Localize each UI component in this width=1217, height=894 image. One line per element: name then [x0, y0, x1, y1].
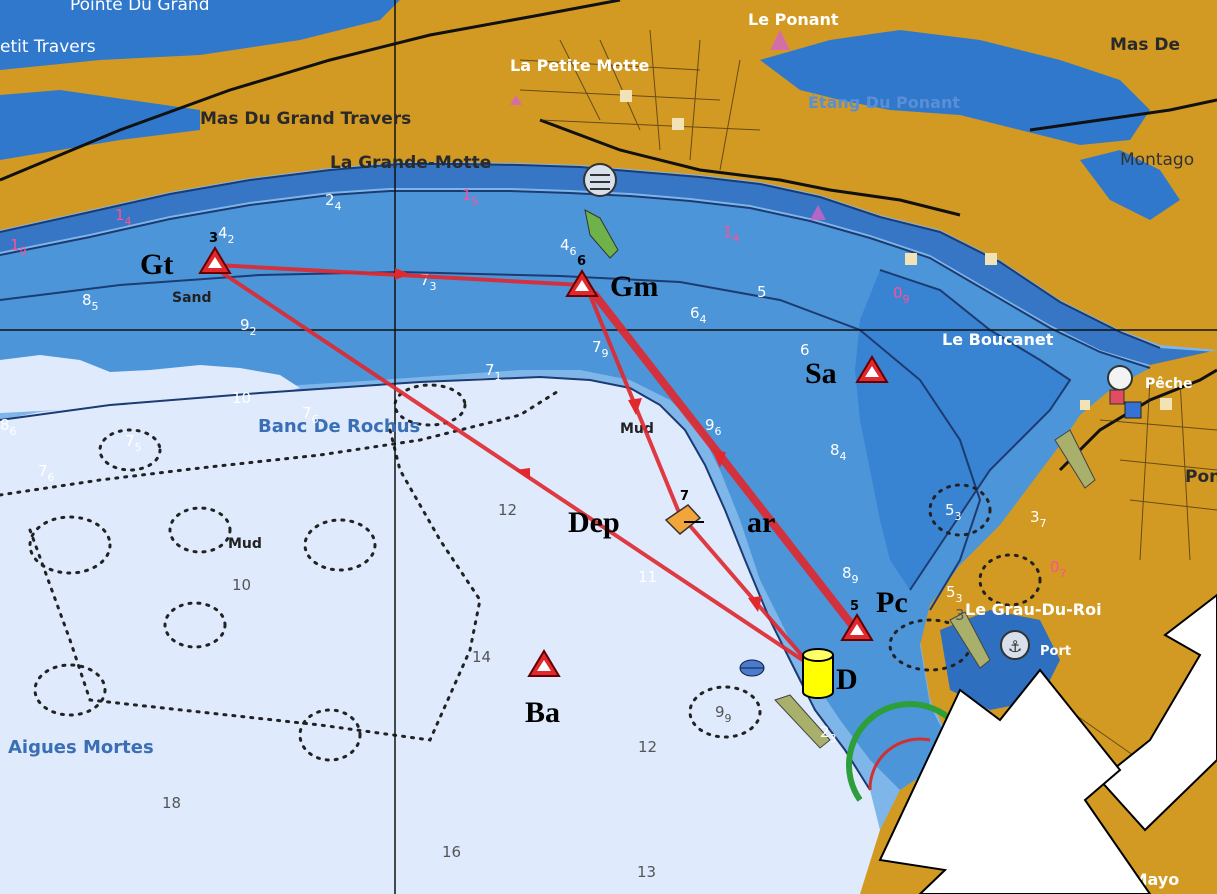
- place-le-grau-du-roi: Le Grau-Du-Roi: [965, 600, 1102, 619]
- route-leg-dep-d: [683, 518, 812, 667]
- place-petit-travers: etit Travers: [0, 37, 96, 57]
- waypoint-number: 6: [577, 254, 586, 269]
- waypoint-dep[interactable]: 7 Dep ar: [568, 489, 775, 539]
- light-ring: [845, 700, 963, 802]
- pink-buoy-markers: [510, 30, 826, 220]
- departure-marker: [664, 504, 702, 536]
- waypoint-label: Gm: [610, 270, 658, 303]
- depth-sounding: 10: [232, 389, 251, 407]
- white-arrow-pointer-upper: [1098, 593, 1217, 832]
- depth-contours: [0, 163, 1161, 791]
- depth-sounding: 14: [472, 648, 491, 666]
- waypoint-gm[interactable]: 6 Gm: [565, 254, 658, 303]
- waypoint-sa[interactable]: Sa: [805, 355, 889, 390]
- place-pon: Pon: [1185, 467, 1217, 487]
- lagoon-east: [1080, 150, 1180, 220]
- place-aigues-mortes: Aigues Mortes: [8, 737, 154, 758]
- fishing-port-icons: [1107, 365, 1142, 419]
- waypoint-gt[interactable]: 3 Gt: [140, 231, 232, 281]
- beach-strip: [0, 164, 1217, 370]
- depth-sounding: 13: [637, 863, 656, 881]
- marina-icon: [583, 163, 617, 197]
- place-montago: Montago: [1120, 150, 1194, 170]
- seabed-mud-2: Mud: [228, 536, 262, 552]
- depth-sounding: 3: [955, 606, 965, 624]
- depth-sounding: 10: [232, 576, 251, 594]
- depth-sounding: 6: [800, 341, 810, 359]
- waypoint-d[interactable]: D: [802, 648, 858, 699]
- buoy-icon-blue: [739, 659, 765, 677]
- place-banc-de-rochus: Banc De Rochus: [258, 416, 420, 437]
- lagoon-west: [0, 90, 200, 160]
- route-leg-gm-pc: [591, 291, 856, 629]
- depth-sounding: 18: [162, 794, 181, 812]
- depth-sounding: 5: [757, 283, 767, 301]
- depth-sounding: 11: [638, 568, 657, 586]
- depth-sounding: 12: [498, 501, 517, 519]
- light-sector-gm: [584, 209, 619, 259]
- waypoint-label: Sa: [805, 357, 837, 390]
- waypoint-label-right: ar: [747, 506, 775, 539]
- waypoint-number: 5: [850, 599, 859, 614]
- place-le-boucanet: Le Boucanet: [942, 330, 1054, 349]
- vessel-symbols: [774, 429, 1096, 749]
- depth-sounding: 12: [638, 738, 657, 756]
- shallow-bank: [0, 377, 880, 894]
- lagoon-ponant: [760, 30, 1150, 145]
- place-le-ponant: Le Ponant: [748, 10, 839, 29]
- waypoint-label: Gt: [140, 248, 173, 281]
- place-pointe-du-grand: Pointe Du Grand: [70, 0, 210, 15]
- nearshore-band: [855, 270, 1070, 590]
- waypoint-label: Ba: [525, 696, 560, 729]
- route-leg-d-gt: [213, 266, 812, 667]
- place-port: Port: [1040, 644, 1071, 659]
- place-la-petite-motte: La Petite Motte: [510, 56, 650, 75]
- bank-islet-1: [0, 355, 300, 413]
- destination-buoy: [802, 654, 834, 699]
- waypoint-number: 7: [680, 489, 689, 504]
- harbour-anchor-icon: ⚓: [1000, 630, 1030, 660]
- lagoon-or: [0, 0, 400, 70]
- landmark-squares: [620, 90, 1172, 410]
- svg-text:⚓: ⚓: [1008, 637, 1022, 656]
- roads: [0, 0, 1217, 472]
- waypoint-label: D: [836, 663, 858, 696]
- place-etang-du-ponant: Étang Du Ponant: [808, 93, 960, 112]
- route: [213, 263, 856, 667]
- waypoint-label: Pc: [876, 586, 908, 619]
- place-mas-du-grand-travers: Mas Du Grand Travers: [200, 109, 411, 129]
- waypoint-pc[interactable]: 5 Pc: [840, 586, 908, 641]
- seabed-sand: Sand: [172, 290, 212, 306]
- dotted-shoal-outlines: [0, 383, 1042, 762]
- waypoint-label-left: Dep: [568, 506, 620, 539]
- waypoint-ba[interactable]: Ba: [525, 649, 561, 729]
- depth-sounding: 16: [442, 843, 461, 861]
- route-arrows: [395, 268, 762, 612]
- white-arrow-pointer-lower: [878, 668, 1152, 894]
- place-mas-de: Mas De: [1110, 35, 1180, 55]
- place-la-grande-motte: La Grande-Motte: [330, 153, 491, 173]
- bank-islet-2: [0, 440, 100, 472]
- place-peche: Pêche: [1145, 376, 1193, 392]
- waypoint-number: 3: [209, 231, 218, 246]
- light-ring-red: [868, 737, 931, 791]
